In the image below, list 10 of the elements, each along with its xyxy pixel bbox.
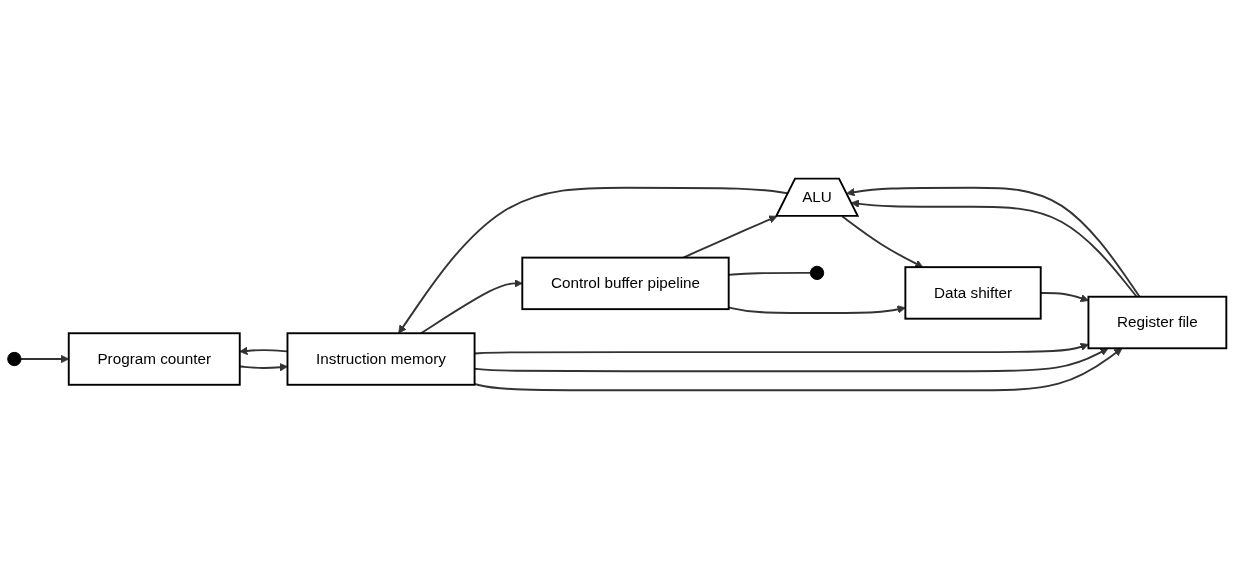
arrow — [420, 279, 523, 335]
arrow — [841, 215, 924, 268]
node-box: Program counter — [67, 332, 241, 386]
arrow — [473, 347, 1123, 392]
node-box: Instruction memory — [286, 332, 476, 386]
node-box: Data shifter — [904, 266, 1042, 320]
node-box: Control buffer pipeline — [521, 256, 730, 311]
node-box: Register file — [1087, 295, 1228, 350]
arrow — [682, 215, 778, 259]
arrow — [727, 305, 906, 314]
